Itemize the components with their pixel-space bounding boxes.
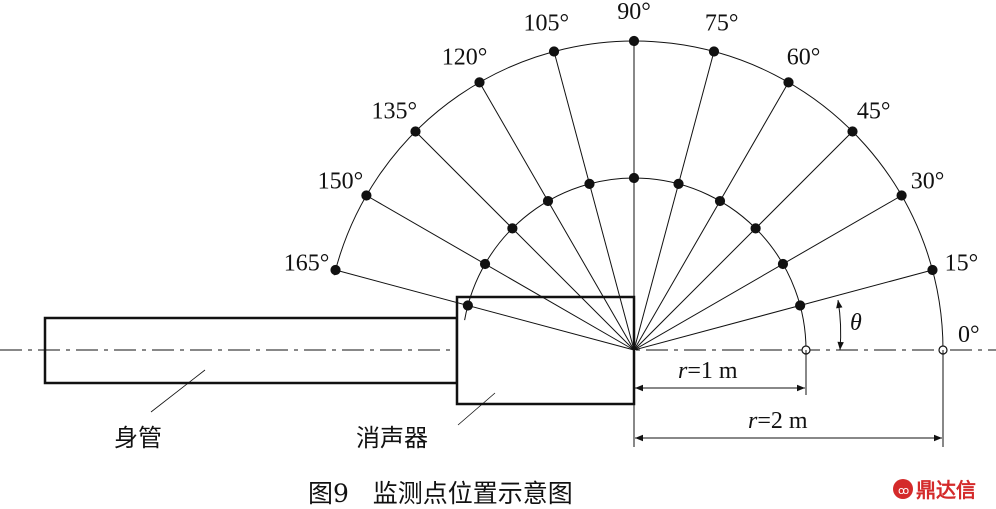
measurement-point bbox=[628, 35, 640, 47]
theta-label: θ bbox=[850, 310, 862, 336]
barrel-label: 身管 bbox=[114, 424, 162, 452]
muffler bbox=[455, 295, 636, 406]
angle-label: 75° bbox=[705, 11, 739, 37]
angle-label: 135° bbox=[371, 98, 417, 124]
muffler-label: 消声器 bbox=[356, 424, 428, 452]
measurement-point bbox=[847, 126, 858, 137]
angle-label: 165° bbox=[284, 250, 330, 276]
measurement-point bbox=[462, 300, 473, 311]
angle-label: 30° bbox=[911, 169, 945, 195]
angle-label: 0° bbox=[958, 322, 980, 348]
measurement-point bbox=[750, 223, 761, 234]
measurement-point bbox=[410, 126, 421, 137]
radial-line bbox=[633, 131, 853, 351]
measurement-point bbox=[673, 178, 684, 189]
measurement-point bbox=[474, 77, 485, 88]
measurement-point bbox=[548, 46, 560, 57]
measurement-point bbox=[628, 172, 640, 184]
measurement-point bbox=[896, 190, 907, 201]
radial-line bbox=[366, 195, 635, 351]
measurement-point bbox=[584, 178, 595, 189]
measurement-point bbox=[361, 190, 372, 201]
angle-label: 90° bbox=[617, 0, 651, 25]
radial-line bbox=[335, 269, 635, 351]
figure-caption: 图9 监测点位置示意图 bbox=[308, 479, 573, 508]
logo-icon-glyph: ꝏ bbox=[898, 484, 909, 497]
logo-icon bbox=[893, 479, 913, 499]
watermark-text: 鼎达信 bbox=[916, 478, 976, 502]
radial-lines bbox=[335, 41, 933, 351]
radial-line bbox=[633, 82, 789, 351]
measurement-point bbox=[777, 258, 789, 270]
measurement-point bbox=[507, 223, 518, 234]
radial-line bbox=[633, 195, 902, 351]
angle-label: 45° bbox=[857, 98, 891, 124]
dimension-r2-label: r=2 m bbox=[748, 408, 808, 434]
radial-line bbox=[415, 131, 635, 351]
dimension-r1-label: r=1 m bbox=[678, 358, 738, 384]
angle-label: 105° bbox=[523, 11, 569, 37]
muffler-leader bbox=[457, 392, 496, 426]
radial-line bbox=[479, 82, 635, 351]
angle-label: 60° bbox=[787, 44, 821, 70]
theta-arc-arrow bbox=[836, 299, 844, 351]
measurement-points bbox=[330, 35, 948, 355]
barrel-leader bbox=[150, 369, 206, 413]
measurement-point bbox=[708, 46, 720, 57]
measurement-point bbox=[330, 264, 341, 276]
measurement-point bbox=[795, 300, 806, 311]
angle-label: 120° bbox=[442, 44, 488, 70]
angle-label: 150° bbox=[318, 169, 364, 195]
measurement-point bbox=[714, 195, 726, 207]
measurement-point bbox=[783, 77, 794, 88]
measurement-point bbox=[479, 258, 491, 270]
watermark-logo: ꝏ 鼎达信 bbox=[893, 478, 976, 502]
angle-labels: 0° 15° 30° 45° 60° 75° 90° 105° 120° 135° 150° 165° bbox=[284, 0, 980, 348]
radial-line bbox=[553, 51, 635, 351]
outer-arc-2m bbox=[333, 40, 944, 351]
radial-line bbox=[633, 269, 933, 351]
measurement-point bbox=[542, 195, 554, 207]
inner-arc-1m bbox=[464, 177, 807, 351]
angle-label: 15° bbox=[945, 250, 979, 276]
measurement-point bbox=[927, 264, 938, 276]
radial-line bbox=[633, 51, 715, 351]
